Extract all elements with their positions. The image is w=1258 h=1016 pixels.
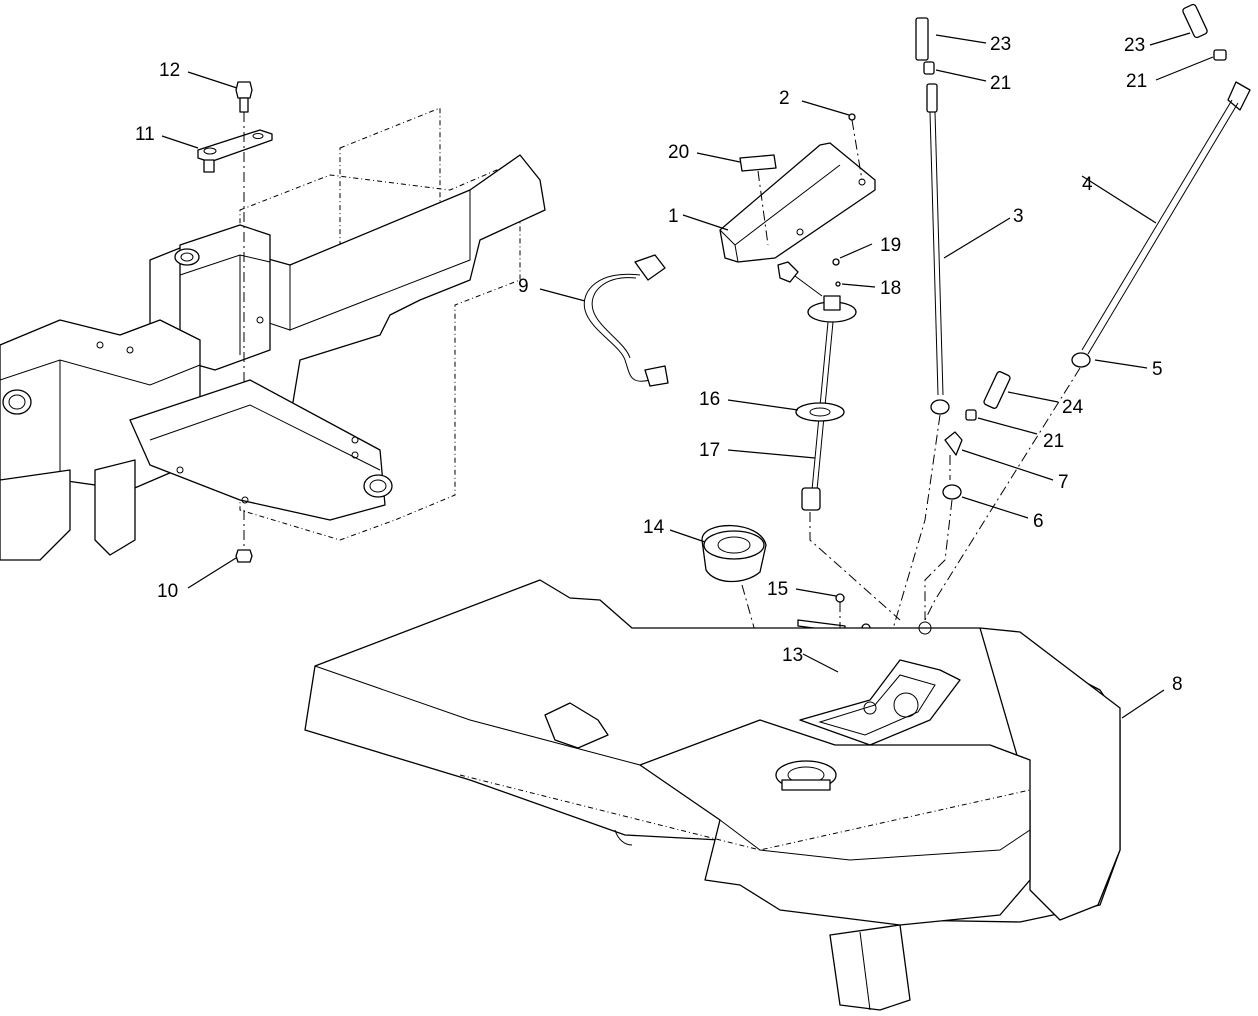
nut-10 xyxy=(235,549,253,563)
callout-23-right: 23 xyxy=(1124,35,1145,56)
callout-5: 5 xyxy=(1152,359,1163,380)
decal-20 xyxy=(739,154,777,172)
callout-21-left: 21 xyxy=(990,73,1011,94)
screw-2 xyxy=(848,113,856,121)
callout-18: 18 xyxy=(880,278,901,299)
callout-1: 1 xyxy=(668,206,679,227)
callout-4: 4 xyxy=(1082,174,1093,195)
fuel-cap-14 xyxy=(701,524,767,583)
callout-19: 19 xyxy=(880,235,901,256)
callout-10: 10 xyxy=(157,581,178,602)
gasket-16 xyxy=(795,402,845,422)
sender-17 xyxy=(777,261,857,511)
callout-21-middle: 21 xyxy=(1043,431,1064,452)
screw-19 xyxy=(832,258,840,266)
callout-2: 2 xyxy=(779,88,790,109)
callout-16: 16 xyxy=(699,389,720,410)
callout-20: 20 xyxy=(668,142,689,163)
callout-6: 6 xyxy=(1033,511,1044,532)
callout-13: 13 xyxy=(782,645,803,666)
callout-3: 3 xyxy=(1013,206,1024,227)
bolt-12 xyxy=(235,81,253,113)
callout-labels: 12 11 10 9 20 1 2 19 18 16 17 14 15 13 3… xyxy=(135,34,1183,695)
callout-14: 14 xyxy=(643,517,665,538)
leader-lines xyxy=(161,32,1214,719)
callout-12: 12 xyxy=(159,60,180,81)
washer-18 xyxy=(835,281,841,287)
tube-4 xyxy=(1071,3,1251,368)
callout-17: 17 xyxy=(699,440,720,461)
tube-3 xyxy=(915,17,950,415)
fitting-7 xyxy=(944,371,1011,456)
fuel-tank-8 xyxy=(304,579,1121,1011)
callout-23-left: 23 xyxy=(990,34,1011,55)
callout-11: 11 xyxy=(135,124,155,145)
wire-harness-9 xyxy=(583,254,669,387)
shield-1 xyxy=(719,142,876,263)
frame-assembly xyxy=(0,107,546,561)
callout-15: 15 xyxy=(767,579,788,600)
callout-9: 9 xyxy=(518,276,529,297)
callout-7: 7 xyxy=(1058,472,1069,493)
callout-8: 8 xyxy=(1172,674,1183,695)
grommet-6 xyxy=(942,484,962,500)
plate-11 xyxy=(197,129,273,173)
callout-24: 24 xyxy=(1062,397,1084,418)
callout-21-right: 21 xyxy=(1126,71,1147,92)
